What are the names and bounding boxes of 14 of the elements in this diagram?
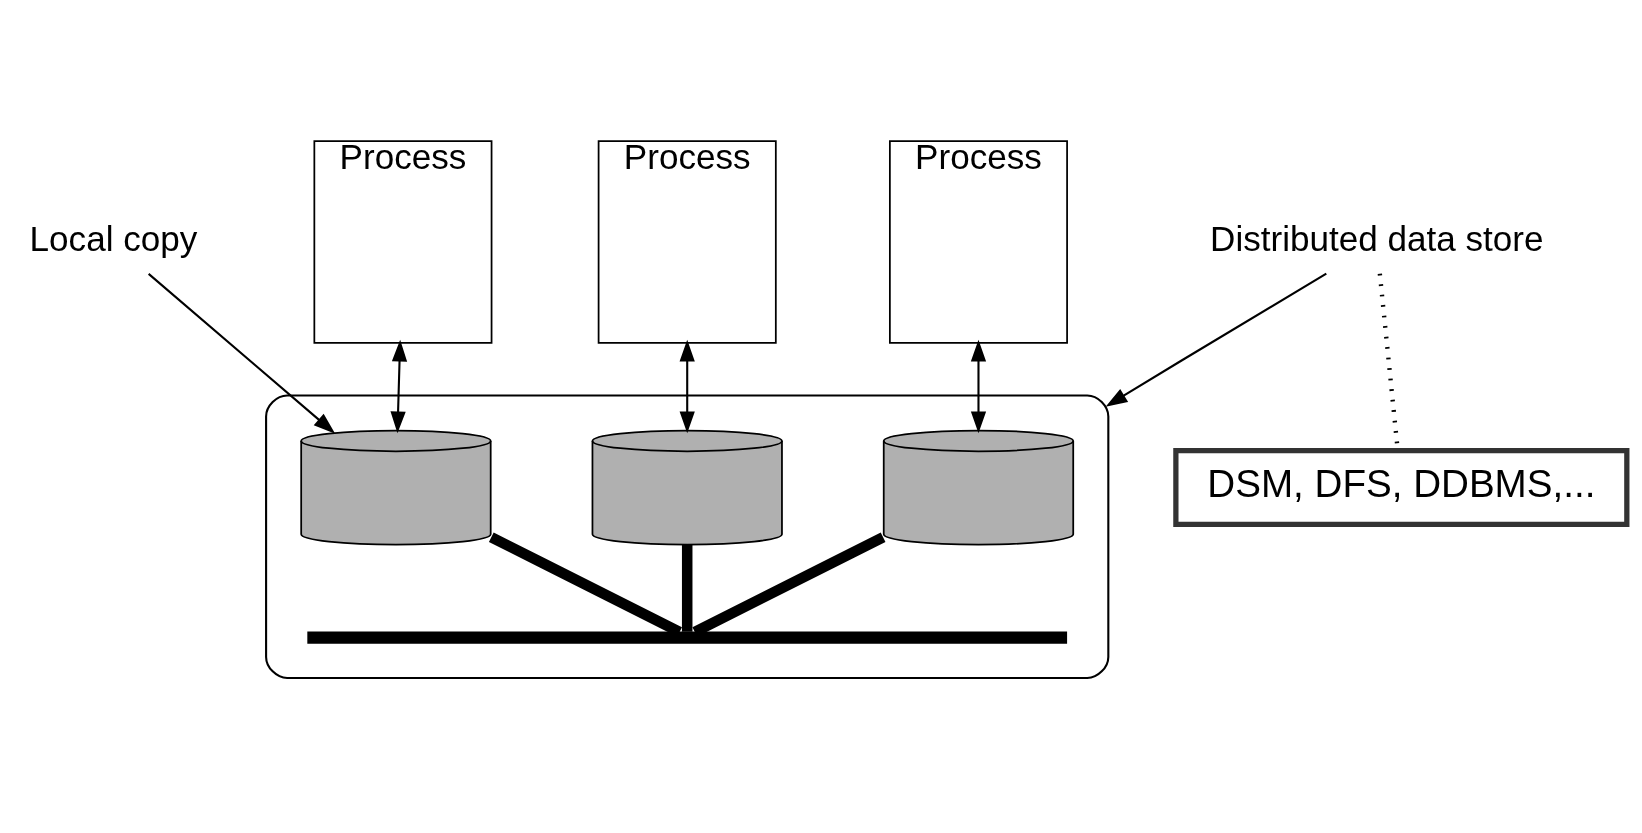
node-bar [307,631,1068,644]
arrow [679,339,695,434]
node-text: Distributed data store [1210,218,1544,258]
connector [681,544,693,632]
node-box: DSM, DFS, DDBMS,... [1173,448,1630,528]
arrow [970,339,987,434]
node-box: Process [313,140,493,344]
arrow [390,339,408,434]
cluster [265,394,1110,679]
arrow [1105,272,1327,407]
arrow [147,273,336,434]
node-box: Process [597,140,777,344]
node-box: Process [889,140,1068,344]
node-text: Local copy [29,218,198,258]
